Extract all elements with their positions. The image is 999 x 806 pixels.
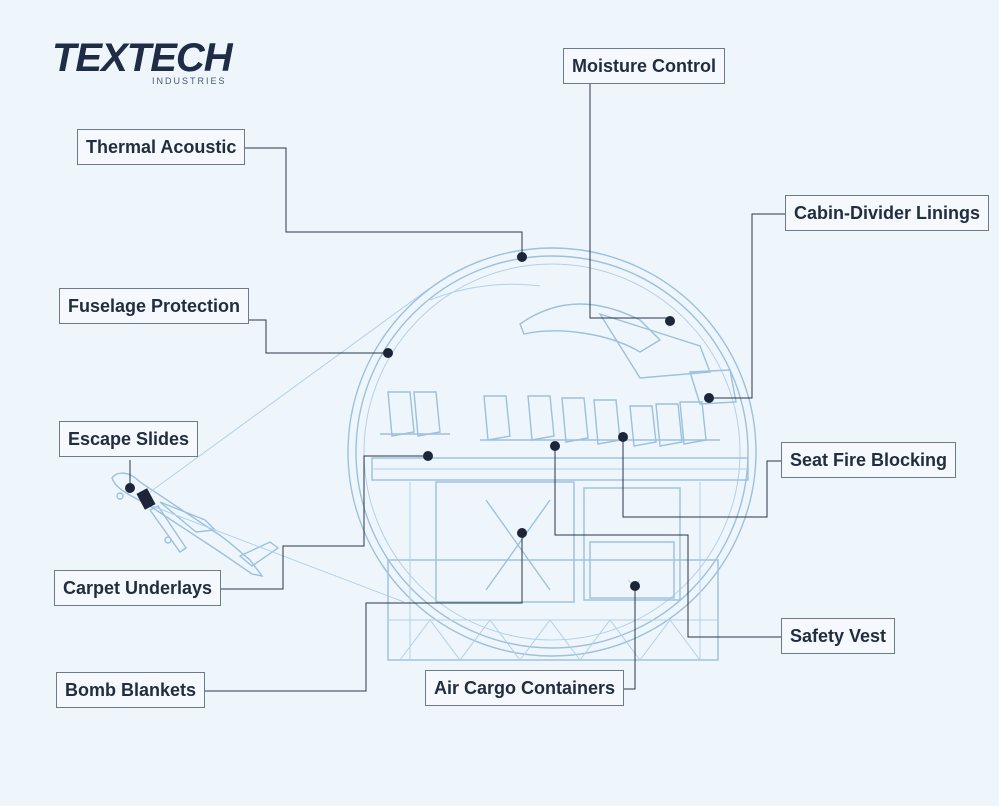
callout-dots bbox=[125, 252, 714, 591]
callout-bomb-blankets: Bomb Blankets bbox=[56, 672, 206, 708]
fuselage-cross-section bbox=[347, 247, 757, 661]
callout-cabin-divider-linings: Cabin-Divider Linings bbox=[785, 195, 990, 231]
callout-moisture-control: Moisture Control bbox=[563, 48, 725, 84]
callout-thermal-acoustic: Thermal Acoustic bbox=[77, 129, 246, 165]
passenger-seats bbox=[380, 391, 720, 447]
projection-lines bbox=[149, 287, 431, 603]
support-structure bbox=[387, 482, 719, 661]
logo-subtitle: INDUSTRIES bbox=[152, 76, 227, 86]
callout-carpet-underlays: Carpet Underlays bbox=[54, 570, 222, 606]
callout-seat-fire-blocking: Seat Fire Blocking bbox=[781, 442, 957, 478]
callout-air-cargo-containers: Air Cargo Containers bbox=[425, 670, 625, 706]
textech-logo: TEXTECH INDUSTRIES bbox=[50, 36, 260, 88]
logo-wordmark: TEXTECH bbox=[52, 36, 233, 80]
callout-safety-vest: Safety Vest bbox=[781, 618, 896, 654]
callout-escape-slides: Escape Slides bbox=[59, 421, 199, 457]
callout-fuselage-protection: Fuselage Protection bbox=[59, 288, 250, 324]
leader-lines bbox=[129, 84, 785, 692]
airplane-illustration bbox=[111, 472, 280, 578]
